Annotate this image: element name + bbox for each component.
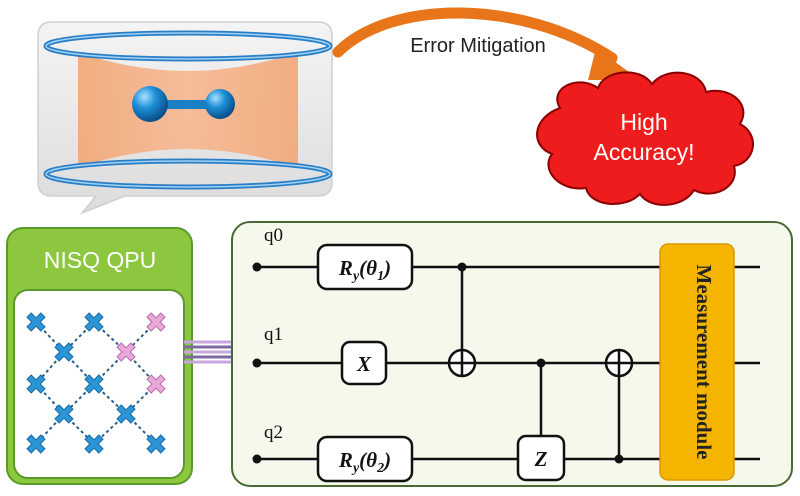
qubit-blue-icon bbox=[26, 312, 46, 332]
cnot2-control-dot bbox=[614, 454, 624, 464]
cavity-field bbox=[78, 52, 298, 168]
ry-theta1-label: Ry(θ1) bbox=[338, 256, 391, 284]
qubit-blue-icon bbox=[54, 342, 74, 362]
ry-theta1-gate bbox=[316, 243, 414, 291]
error-mitigation-arrow bbox=[332, 7, 618, 64]
z-gate-label: Z bbox=[534, 447, 548, 471]
quantum-circuit: q0 q1 q2 Ry(θ1) X Ry(θ2) bbox=[231, 221, 793, 487]
cloud-text-line1: High bbox=[620, 109, 667, 135]
error-mitigation-label: Error Mitigation bbox=[410, 35, 546, 57]
cloud-shape bbox=[536, 71, 754, 206]
x-gate bbox=[340, 340, 388, 386]
wire-start-q1 bbox=[252, 358, 262, 368]
qubit-label-q1: q1 bbox=[264, 324, 283, 345]
ry-theta2-gate bbox=[316, 435, 414, 483]
cloud-text-line2: Accuracy! bbox=[594, 139, 695, 165]
cnot1-control-dot bbox=[457, 262, 467, 272]
z-gate bbox=[516, 434, 566, 482]
qpu-title: NISQ QPU bbox=[44, 247, 156, 273]
qubit-blue-icon bbox=[84, 434, 104, 454]
nisq-qpu-block: NISQ QPU bbox=[6, 227, 193, 485]
qubit-label-q2: q2 bbox=[264, 422, 283, 443]
qubit-blue-icon bbox=[54, 404, 74, 424]
molecule-icon bbox=[132, 86, 235, 122]
measurement-module bbox=[659, 243, 735, 481]
qubit-blue-icon bbox=[84, 374, 104, 394]
high-accuracy-cloud: High Accuracy! bbox=[536, 71, 754, 206]
ry-theta2-label: Ry(θ2) bbox=[338, 448, 391, 476]
cz-control-dot bbox=[536, 358, 546, 368]
wire-start-q2 bbox=[252, 454, 262, 464]
measurement-label: Measurement module bbox=[692, 265, 716, 460]
qubit-pink-icon bbox=[146, 312, 166, 332]
qpu-circuit-connector bbox=[184, 340, 234, 364]
qubit-blue-icon bbox=[146, 434, 166, 454]
bottom-mirror-highlight bbox=[45, 160, 331, 188]
qubit-lattice bbox=[26, 312, 166, 454]
cavity-panel bbox=[37, 21, 333, 215]
qubit-blue-icon bbox=[26, 434, 46, 454]
qubit-blue-icon bbox=[26, 374, 46, 394]
x-gate-label: X bbox=[356, 352, 372, 376]
qubit-pink-icon bbox=[146, 374, 166, 394]
wire-start-q0 bbox=[252, 262, 262, 272]
qubit-blue-icon bbox=[84, 312, 104, 332]
qubit-label-q0: q0 bbox=[264, 225, 283, 246]
top-mirror-highlight bbox=[45, 32, 331, 60]
qubit-blue-icon bbox=[116, 404, 136, 424]
qubit-pink-icon bbox=[116, 342, 136, 362]
